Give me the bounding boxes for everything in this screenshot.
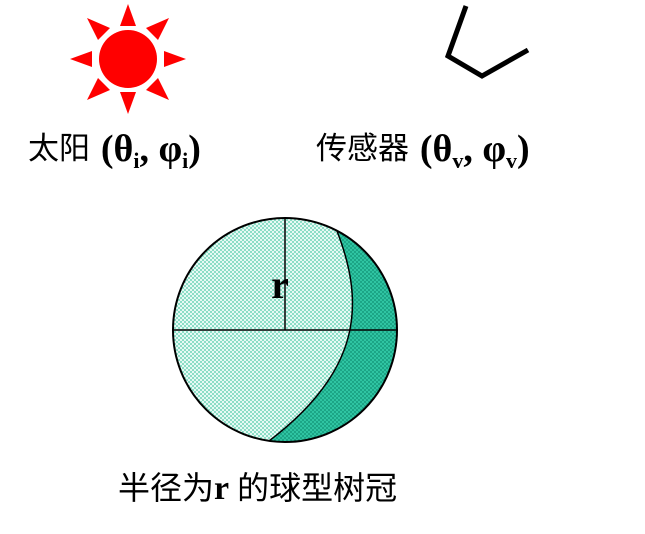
sun-icon	[70, 4, 186, 114]
shadow-boundary	[264, 225, 354, 442]
sun-rays	[70, 4, 186, 114]
sun-disc	[99, 30, 157, 88]
spherical-crown: r	[172, 217, 398, 443]
sun-label: 太阳 (θi, φi)	[28, 128, 201, 173]
crown-outline	[172, 217, 398, 443]
caption-suffix: 的球型树冠	[237, 469, 398, 507]
sensor-icon	[444, 5, 530, 79]
sensor-label: 传感器 (θv, φv)	[316, 128, 530, 173]
radius-label: r	[271, 262, 289, 307]
sensor-angles: (θv, φv)	[419, 128, 530, 173]
caption-prefix: 半径为	[118, 469, 215, 507]
sun-label-text: 太阳	[28, 131, 90, 167]
sun-angles: (θi, φi)	[100, 128, 201, 173]
sensor-label-text: 传感器	[316, 131, 409, 167]
caption-r: r	[214, 470, 230, 507]
